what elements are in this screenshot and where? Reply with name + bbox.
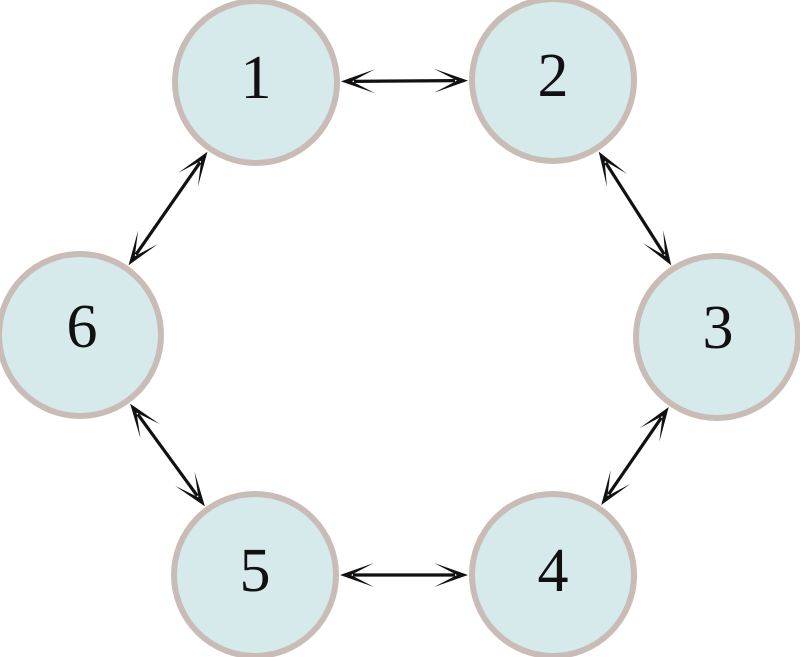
arrowhead-toward-4-icon: [434, 563, 468, 587]
arrowhead-toward-5-icon: [175, 471, 205, 507]
arrowhead-toward-6-icon: [128, 230, 158, 266]
node-circle[interactable]: [0, 251, 164, 419]
edge-5-6: [130, 403, 205, 507]
node-1[interactable]: 1: [172, 0, 340, 166]
node-circle[interactable]: [172, 0, 340, 166]
node-circle[interactable]: [469, 0, 637, 164]
arrowhead-toward-5-icon: [340, 563, 374, 587]
edge-line: [136, 413, 199, 497]
node-2[interactable]: 2: [469, 0, 637, 164]
arrowhead-toward-1-icon: [340, 69, 376, 94]
edge-4-5: [340, 563, 468, 587]
arrowhead-toward-1-icon: [178, 151, 208, 187]
arrowhead-toward-6-icon: [130, 403, 160, 439]
node-circle[interactable]: [633, 253, 800, 421]
edge-6-1: [128, 151, 208, 266]
arrowhead-toward-3-icon: [639, 406, 669, 442]
arrowhead-toward-3-icon: [642, 230, 672, 266]
edge-line: [353, 79, 456, 83]
node-circle[interactable]: [171, 491, 339, 657]
node-5[interactable]: 5: [171, 491, 339, 657]
edge-line: [607, 416, 663, 496]
node-circle[interactable]: [469, 491, 637, 657]
edge-2-3: [598, 151, 672, 266]
arrowhead-toward-2-icon: [433, 68, 469, 93]
edge-3-4: [601, 406, 669, 506]
node-3[interactable]: 3: [633, 253, 800, 421]
arrowhead-toward-4-icon: [601, 470, 631, 506]
node-6[interactable]: 6: [0, 251, 164, 419]
arrowhead-toward-2-icon: [598, 151, 628, 187]
node-4[interactable]: 4: [469, 491, 637, 657]
edge-line: [604, 161, 666, 256]
edge-line: [134, 161, 202, 256]
edge-1-2: [340, 68, 469, 94]
edges-layer: [128, 68, 672, 587]
